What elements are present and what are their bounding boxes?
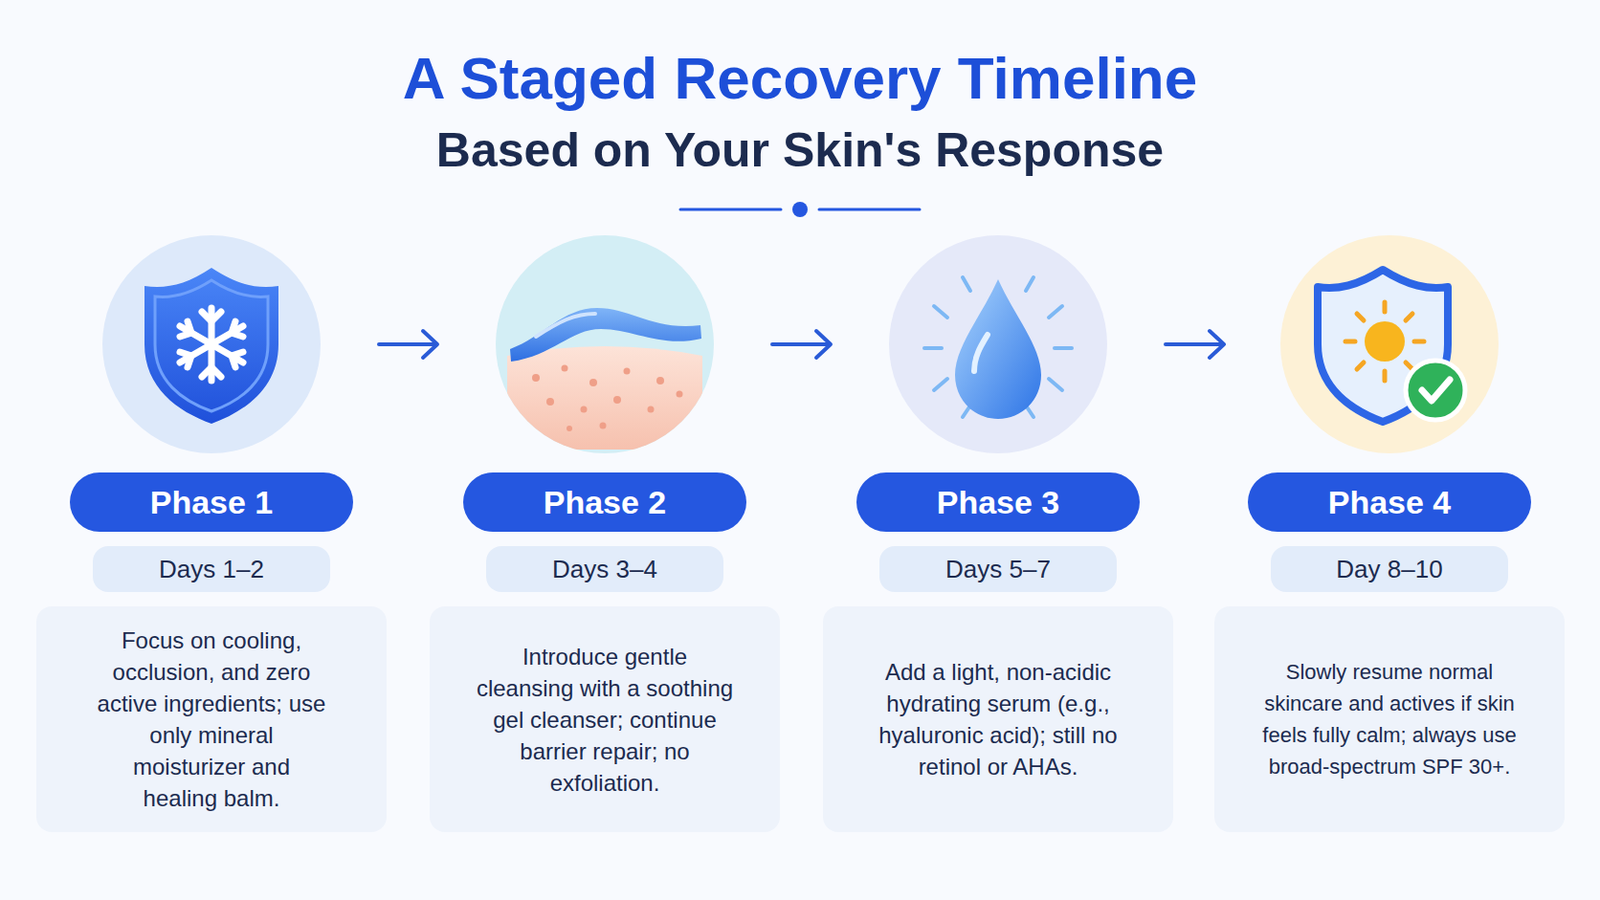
arrow-line <box>1165 342 1223 347</box>
days-pill: Days 3–4 <box>486 546 724 593</box>
day-range: Days 3–4 <box>552 555 658 585</box>
phase-label: Phase 3 <box>936 484 1061 522</box>
phase-label: Phase 4 <box>1328 484 1452 522</box>
divider <box>680 201 920 218</box>
step-description: Add a light, non-acidic hydrating serum … <box>867 656 1129 783</box>
phase-label: Phase 1 <box>150 484 274 522</box>
skin-pores <box>532 365 684 433</box>
skin-layer <box>507 346 703 450</box>
arrow-head <box>422 331 438 358</box>
phase-pill: Phase 4 <box>1247 472 1532 533</box>
gel-layer <box>510 308 702 362</box>
droplet-highlight <box>974 334 988 372</box>
shield-inner-border <box>155 280 268 412</box>
days-pill: Day 8–10 <box>1270 546 1509 593</box>
droplet-icon <box>888 235 1108 454</box>
divider-line <box>819 208 920 212</box>
icon-circle <box>888 235 1108 454</box>
step-description-box: Slowly resume normal skincare and active… <box>1214 606 1565 833</box>
phase-pill: Phase 2 <box>463 472 747 533</box>
icon-circle <box>495 235 714 454</box>
arrow-line <box>378 342 437 347</box>
subtitle: Based on Your Skin's Response <box>0 118 1600 182</box>
arrow-head <box>816 331 831 358</box>
check-mark <box>1422 379 1450 401</box>
icon-circle <box>1280 235 1499 454</box>
gel-skin-icon <box>495 235 714 454</box>
arrow-head <box>1209 331 1224 358</box>
cooling-shield-icon <box>102 235 321 454</box>
step-description: Slowly resume normal skincare and active… <box>1245 656 1534 783</box>
snowflake-center <box>205 338 218 351</box>
snowflake-symbol <box>179 308 244 381</box>
icon-circle <box>102 235 321 454</box>
arrow-line <box>772 342 830 347</box>
step-description: Focus on cooling, occlusion, and zero ac… <box>96 624 327 815</box>
step-description-box: Focus on cooling, occlusion, and zero ac… <box>36 606 387 833</box>
main-title: A Staged Recovery Timeline <box>0 42 1600 115</box>
flow-arrows <box>378 331 1224 358</box>
day-range: Days 1–2 <box>158 555 265 585</box>
day-range: Day 8–10 <box>1335 555 1443 585</box>
divider-line <box>680 208 781 212</box>
shield-symbol <box>144 267 279 424</box>
days-pill: Days 5–7 <box>879 546 1117 593</box>
sun-protection-icon <box>1280 235 1499 454</box>
step-description-box: Introduce gentle cleansing with a soothi… <box>429 606 780 833</box>
check-badge <box>1405 360 1466 421</box>
sun-symbol <box>1364 321 1405 362</box>
divider-dot <box>792 201 808 218</box>
droplet-symbol <box>955 279 1042 420</box>
step-description: Introduce gentle cleansing with a soothi… <box>474 641 735 800</box>
phase-pill: Phase 3 <box>856 472 1140 533</box>
phase-pill: Phase 1 <box>69 472 354 533</box>
gel-highlight <box>535 313 596 337</box>
day-range: Days 5–7 <box>945 555 1051 585</box>
days-pill: Days 1–2 <box>92 546 331 593</box>
phase-label: Phase 2 <box>543 484 667 522</box>
step-description-box: Add a light, non-acidic hydrating serum … <box>822 606 1174 833</box>
